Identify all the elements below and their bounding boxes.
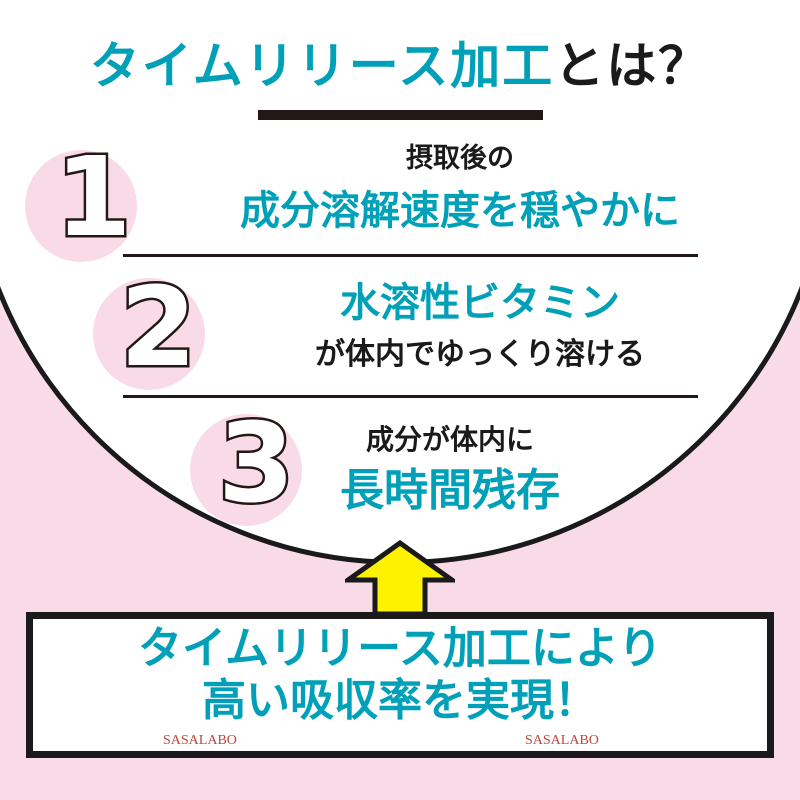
up-arrow-icon	[345, 540, 455, 616]
conclusion-line1: タイムリリース加工により	[137, 623, 663, 674]
number-badge-bg-1	[25, 150, 137, 262]
watermark-logo: SASALABO	[525, 733, 599, 748]
item-3-line1: 成分が体内に	[365, 423, 534, 456]
number-2: 2	[118, 263, 200, 391]
conclusion-line2: 高い吸収率を実現！	[202, 675, 598, 727]
item-2-line2: が体内でゆっくり溶ける	[315, 337, 645, 372]
item-1-line2: 成分溶解速度を穏やかに	[240, 188, 680, 234]
number-badge-bg-3	[190, 414, 302, 526]
title-underline	[258, 110, 543, 120]
number-1: 1	[53, 133, 135, 261]
title-rest: とは？	[554, 37, 711, 95]
page-title: タイムリリース加工とは？	[0, 37, 800, 96]
watermark-logo: SASALABO	[163, 733, 237, 748]
title-highlight: タイムリリース加工	[89, 37, 555, 95]
item-3-line2: 長時間残存	[340, 465, 560, 516]
divider	[123, 395, 698, 398]
number-3: 3	[216, 399, 298, 527]
number-badge-bg-2	[93, 278, 205, 390]
conclusion-box: タイムリリース加工により 高い吸収率を実現！	[26, 612, 774, 758]
item-1-line1: 摂取後の	[406, 143, 514, 174]
item-2-line1: 水溶性ビタミン	[340, 280, 620, 326]
divider	[123, 254, 698, 257]
